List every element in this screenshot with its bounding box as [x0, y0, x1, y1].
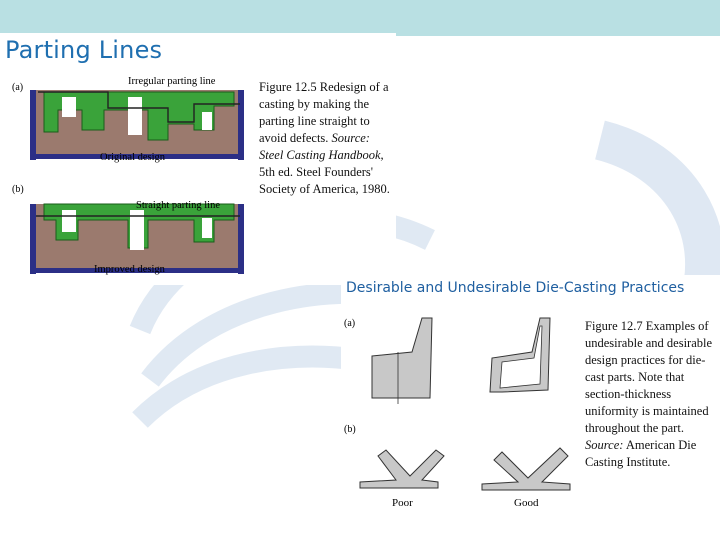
- figure-12-5-drawing: (a) Irregular parting line Original desi…: [12, 76, 244, 275]
- fig5-source-title: Steel Casting Handbook,: [259, 148, 384, 162]
- part-a-good-hollow: [499, 325, 543, 389]
- fig5-design-b: Improved design: [94, 264, 166, 275]
- core-a1: [62, 97, 76, 117]
- core-b1: [62, 210, 76, 232]
- fig5-source-label: Source:: [331, 131, 370, 145]
- flask-left-a: [30, 90, 36, 160]
- flask-right-a: [238, 90, 244, 160]
- flask-bottom-a: [30, 154, 244, 159]
- core-b2: [130, 210, 144, 250]
- flask-bottom-b: [30, 268, 244, 273]
- figure-12-7-drawing: (a) (b) Poor Good: [344, 317, 571, 509]
- fig5-annotation-a: Irregular parting line: [128, 76, 216, 87]
- figure-12-7-panel: [341, 275, 720, 540]
- part-a-poor: [371, 317, 433, 399]
- fig7-poor-label: Poor: [392, 497, 413, 509]
- slide-title: Parting Lines: [5, 36, 163, 64]
- part-b-poor: [359, 449, 445, 489]
- fig7-label-b: (b): [344, 424, 356, 435]
- casting-a: [43, 91, 235, 141]
- figure-12-7-caption: Figure 12.7 Examples of undesirable and …: [585, 318, 717, 471]
- core-a3: [202, 112, 212, 130]
- fig7-caption-tail: American Die Casting Institute.: [585, 438, 697, 469]
- die-casting-subtitle: Desirable and Undesirable Die-Casting Pr…: [346, 280, 685, 296]
- flask-left-b: [30, 204, 36, 274]
- fig5-caption-tail: 5th ed. Steel Founders' Society of Ameri…: [259, 165, 390, 196]
- fig7-good-label: Good: [514, 497, 539, 509]
- fig7-label-a: (a): [344, 318, 355, 329]
- core-a2: [128, 97, 142, 135]
- parting-line-a: [38, 91, 240, 123]
- fig5-annotation-b: Straight parting line: [136, 200, 220, 211]
- fig5-design-a: Original design: [100, 152, 166, 163]
- flask-right-b: [238, 204, 244, 274]
- core-b3: [202, 218, 212, 238]
- fig7-caption-head: Figure 12.7 Examples of undesirable and …: [585, 319, 713, 435]
- fig5-caption-head: Figure 12.5 Redesign of a casting by mak…: [259, 80, 389, 145]
- figure-12-5-caption: Figure 12.5 Redesign of a casting by mak…: [259, 79, 395, 198]
- fig5-label-a: (a): [12, 82, 23, 93]
- part-b-good: [481, 447, 571, 491]
- top-banner: [0, 0, 720, 36]
- fig7-source-label: Source:: [585, 438, 624, 452]
- fig5-label-b: (b): [12, 184, 24, 195]
